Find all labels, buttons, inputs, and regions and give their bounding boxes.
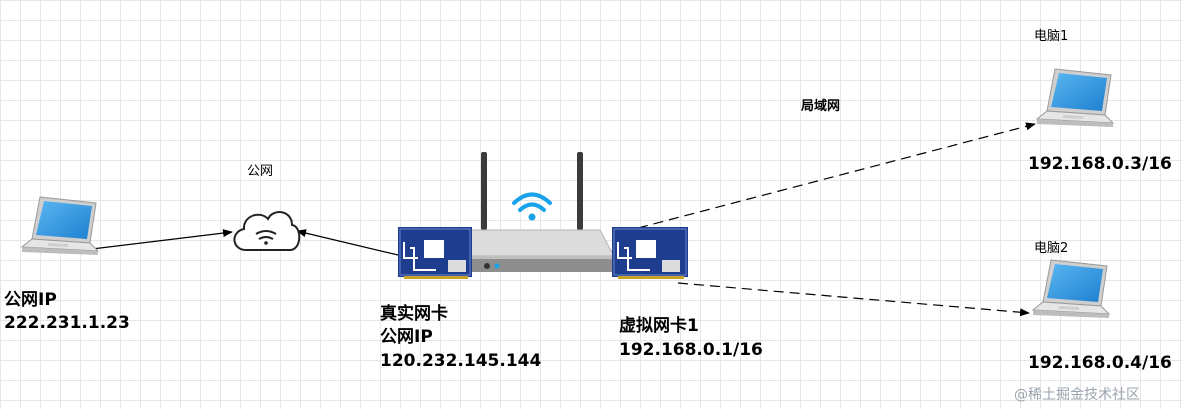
network-card-icon bbox=[398, 227, 472, 279]
real-nic-ip: 120.232.145.144 bbox=[380, 351, 542, 371]
link-router-to-pc1 bbox=[637, 122, 1036, 229]
real-nic-title: 真实网卡 bbox=[380, 304, 448, 324]
virtual-nic-ip: 192.168.0.1/16 bbox=[619, 340, 763, 360]
real-nic-public-ip-label: 公网IP bbox=[380, 327, 433, 347]
virtual-nic-title: 虚拟网卡1 bbox=[619, 316, 699, 336]
watermark: @稀土掘金技术社区 bbox=[1014, 387, 1140, 403]
pc2-ip: 192.168.0.4/16 bbox=[1028, 353, 1172, 373]
link-left-pc-to-cloud bbox=[91, 229, 233, 250]
laptop-icon bbox=[1032, 259, 1110, 319]
wifi-icon bbox=[512, 192, 552, 221]
laptop-icon bbox=[21, 196, 99, 256]
link-router-to-pc2 bbox=[677, 282, 1030, 317]
pc1-ip: 192.168.0.3/16 bbox=[1028, 154, 1172, 174]
left-pc-ip-label: 222.231.1.23 bbox=[4, 313, 130, 333]
router-icon bbox=[459, 152, 615, 272]
pc2-name-label: 电脑2 bbox=[1034, 241, 1069, 256]
network-card-icon bbox=[612, 227, 688, 279]
laptop-icon bbox=[1036, 68, 1114, 128]
left-pc-label-title: 公网IP bbox=[4, 290, 57, 310]
public-network-label: 公网 bbox=[247, 164, 274, 179]
cloud-icon bbox=[233, 211, 301, 251]
pc1-name-label: 电脑1 bbox=[1034, 29, 1069, 44]
lan-label: 局域网 bbox=[801, 99, 841, 114]
link-router-to-cloud bbox=[296, 229, 399, 256]
